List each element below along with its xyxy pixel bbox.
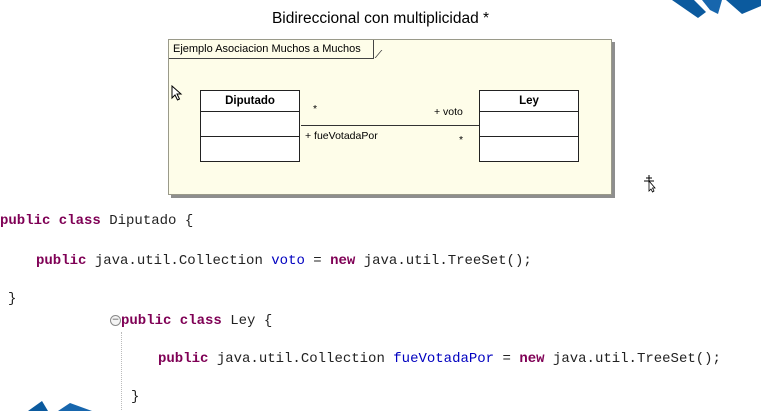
left-multiplicity: * xyxy=(313,103,318,115)
decorative-shape-top xyxy=(672,0,761,18)
left-role-label: + fueVotadaPor xyxy=(305,130,378,142)
code-keyword: public xyxy=(36,253,87,269)
move-cursor-icon xyxy=(644,175,656,193)
code-field-name: voto xyxy=(271,253,305,269)
class-name-ley: Ley xyxy=(480,91,578,112)
fold-toggle-icon[interactable]: − xyxy=(110,315,121,326)
code-line-field-fuevotadapor: public java.util.Collection fueVotadaPor… xyxy=(158,351,721,367)
attributes-compartment xyxy=(201,112,299,137)
operations-compartment xyxy=(480,137,578,161)
slide-title: Bidireccional con multiplicidad * xyxy=(271,10,490,27)
right-role-label: + voto xyxy=(434,106,463,118)
class-name-diputado: Diputado xyxy=(201,91,299,112)
decorative-shape-bottom xyxy=(28,401,92,411)
code-line-class-ley: public class Ley { xyxy=(121,313,272,329)
diagram-frame-label: Ejemplo Asociacion Muchos a Muchos xyxy=(169,40,374,59)
operations-compartment xyxy=(201,137,299,161)
code-line-close-ley: } xyxy=(131,389,140,405)
code-keyword: new xyxy=(519,351,545,367)
code-operator: = xyxy=(304,253,331,269)
right-multiplicity: * xyxy=(459,134,464,146)
code-class-name: Diputado { xyxy=(100,213,194,229)
code-class-name: Ley { xyxy=(221,313,273,329)
arrow-cursor-icon xyxy=(171,85,183,101)
code-line-class-diputado: public class Diputado { xyxy=(0,213,193,229)
code-type: java.util.Collection xyxy=(208,351,394,367)
code-keyword: public class xyxy=(0,213,101,229)
indent-guide xyxy=(121,332,122,410)
code-line-field-voto: public java.util.Collection voto = new j… xyxy=(36,253,532,269)
uml-class-ley[interactable]: Ley xyxy=(479,90,579,162)
code-line-close-diputado: } xyxy=(8,291,17,307)
code-type: java.util.Collection xyxy=(86,253,272,269)
association-line[interactable] xyxy=(301,125,479,126)
code-operator: = xyxy=(494,351,520,367)
code-keyword: public class xyxy=(121,313,222,329)
code-keyword: new xyxy=(330,253,356,269)
uml-class-diputado[interactable]: Diputado xyxy=(200,90,300,162)
code-initializer: java.util.TreeSet(); xyxy=(544,351,721,367)
code-field-name: fueVotadaPor xyxy=(393,351,495,367)
attributes-compartment xyxy=(480,112,578,137)
code-keyword: public xyxy=(158,351,209,367)
code-initializer: java.util.TreeSet(); xyxy=(355,253,532,269)
